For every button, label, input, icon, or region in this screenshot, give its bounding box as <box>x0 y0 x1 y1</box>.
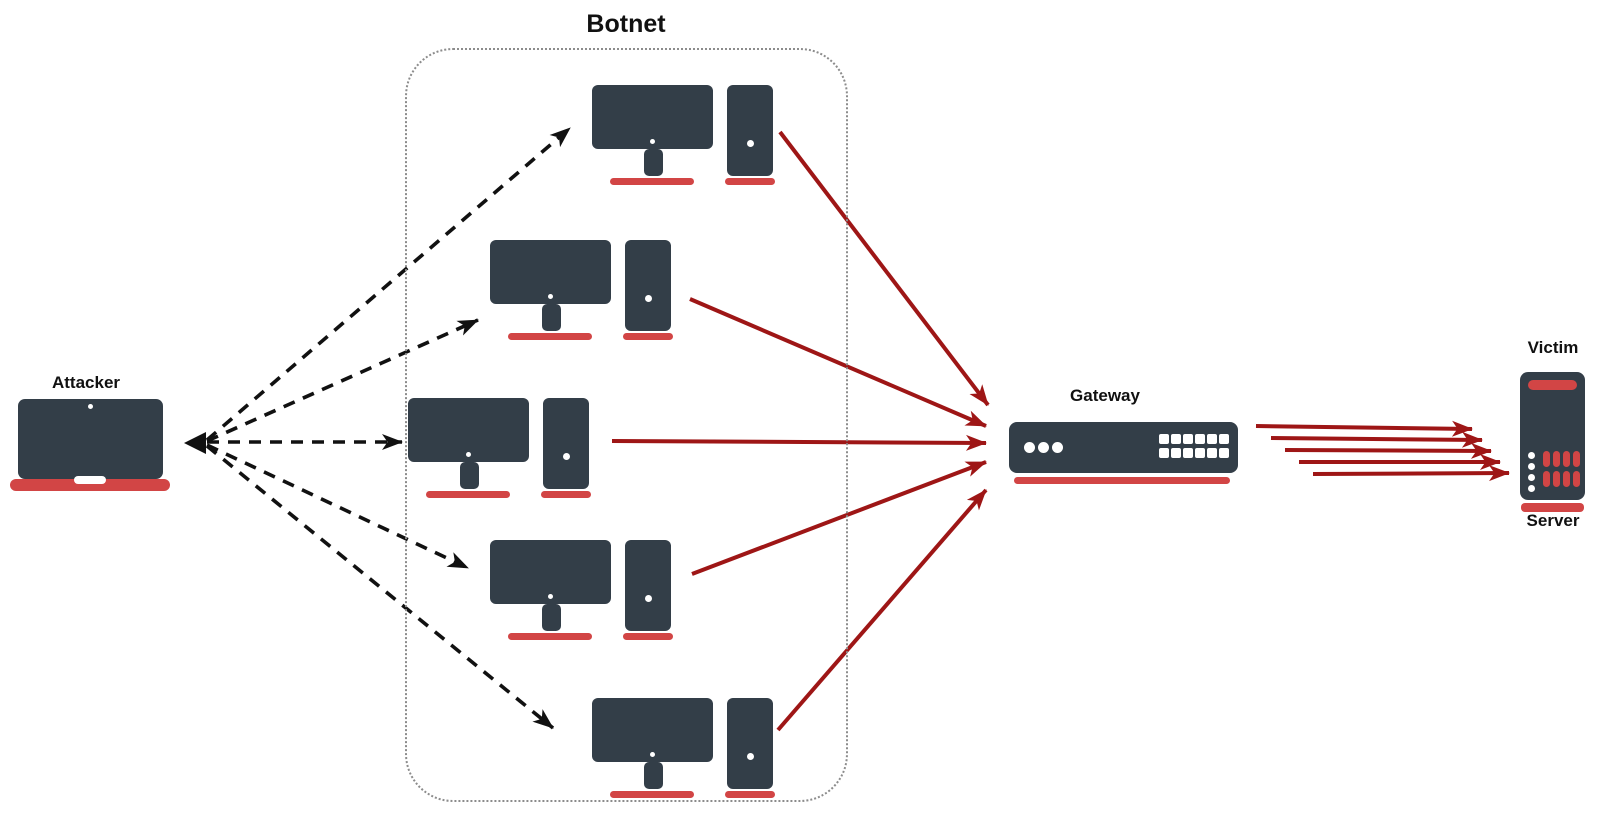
monitor-dot <box>548 294 553 299</box>
gateway-indicator-dots <box>1024 442 1063 453</box>
botnet-computer-4 <box>490 540 673 640</box>
gateway-port-grid <box>1159 434 1229 458</box>
attacker-to-bot5-arrow <box>205 444 555 730</box>
gateway-to-victim-arrow-1 <box>1255 420 1473 437</box>
attacker-label: Attacker <box>51 373 121 392</box>
gateway-to-victim-arrow-5 <box>1312 465 1510 482</box>
monitor-icon <box>490 540 611 604</box>
gateway-label: Gateway <box>1070 386 1140 405</box>
laptop-notch <box>74 476 106 484</box>
monitor-base-bar <box>508 333 592 340</box>
laptop-webcam-dot <box>88 404 93 409</box>
monitor-icon <box>592 698 713 762</box>
monitor-stand <box>542 604 561 631</box>
botnet-computer-3 <box>408 398 591 498</box>
tower-icon <box>543 398 589 489</box>
botnet-computer-1 <box>592 85 775 185</box>
gateway-to-victim-arrow-2 <box>1270 431 1483 448</box>
tower-power-dot <box>747 140 754 147</box>
gateway-base-bar <box>1014 477 1230 484</box>
tower-base-bar <box>725 178 775 185</box>
botnet-computer-5 <box>592 698 775 798</box>
monitor-dot <box>548 594 553 599</box>
tower-power-dot <box>645 595 652 602</box>
attacker-to-bot2-arrow <box>206 318 479 443</box>
server-label: Server <box>1526 511 1580 530</box>
attacker-to-bot1-arrow <box>205 126 572 442</box>
tower-icon <box>727 698 773 789</box>
server-indicator-dots <box>1528 452 1535 492</box>
bot2-to-gateway-arrow <box>689 297 987 428</box>
tower-power-dot <box>645 295 652 302</box>
botnet-computer-2 <box>490 240 673 340</box>
victim-label: Victim <box>1527 338 1579 357</box>
monitor-stand <box>644 762 663 789</box>
monitor-base-bar <box>426 491 510 498</box>
bot5-to-gateway-arrow <box>776 488 988 732</box>
server-top-bar <box>1528 380 1577 390</box>
monitor-base-bar <box>508 633 592 640</box>
gateway-to-victim-arrow-3 <box>1284 442 1492 459</box>
tower-base-bar <box>725 791 775 798</box>
laptop-base-bar <box>10 479 170 491</box>
monitor-stand <box>644 149 663 176</box>
monitor-base-bar <box>610 791 694 798</box>
monitor-icon <box>490 240 611 304</box>
server-icon <box>1520 372 1585 500</box>
tower-power-dot <box>747 753 754 760</box>
tower-icon <box>625 240 671 331</box>
botnet-group-border <box>405 48 848 802</box>
laptop-icon <box>18 399 163 479</box>
monitor-stand <box>542 304 561 331</box>
bot3-to-gateway-arrow <box>611 434 987 451</box>
tower-base-bar <box>541 491 591 498</box>
monitor-icon <box>408 398 529 462</box>
monitor-dot <box>466 452 471 457</box>
bot4-to-gateway-arrow <box>691 460 987 576</box>
tower-base-bar <box>623 633 673 640</box>
fan-origin-arrowhead <box>184 432 206 454</box>
tower-power-dot <box>563 453 570 460</box>
monitor-stand <box>460 462 479 489</box>
tower-icon <box>625 540 671 631</box>
bot1-to-gateway-arrow <box>778 130 990 407</box>
server-base-bar <box>1521 503 1584 512</box>
router-icon <box>1009 422 1238 473</box>
monitor-dot <box>650 752 655 757</box>
monitor-base-bar <box>610 178 694 185</box>
monitor-icon <box>592 85 713 149</box>
monitor-dot <box>650 139 655 144</box>
server-slot-grid <box>1543 451 1580 487</box>
tower-base-bar <box>623 333 673 340</box>
botnet-title: Botnet <box>586 10 666 38</box>
tower-icon <box>727 85 773 176</box>
attacker-to-bot4-arrow <box>206 443 469 570</box>
